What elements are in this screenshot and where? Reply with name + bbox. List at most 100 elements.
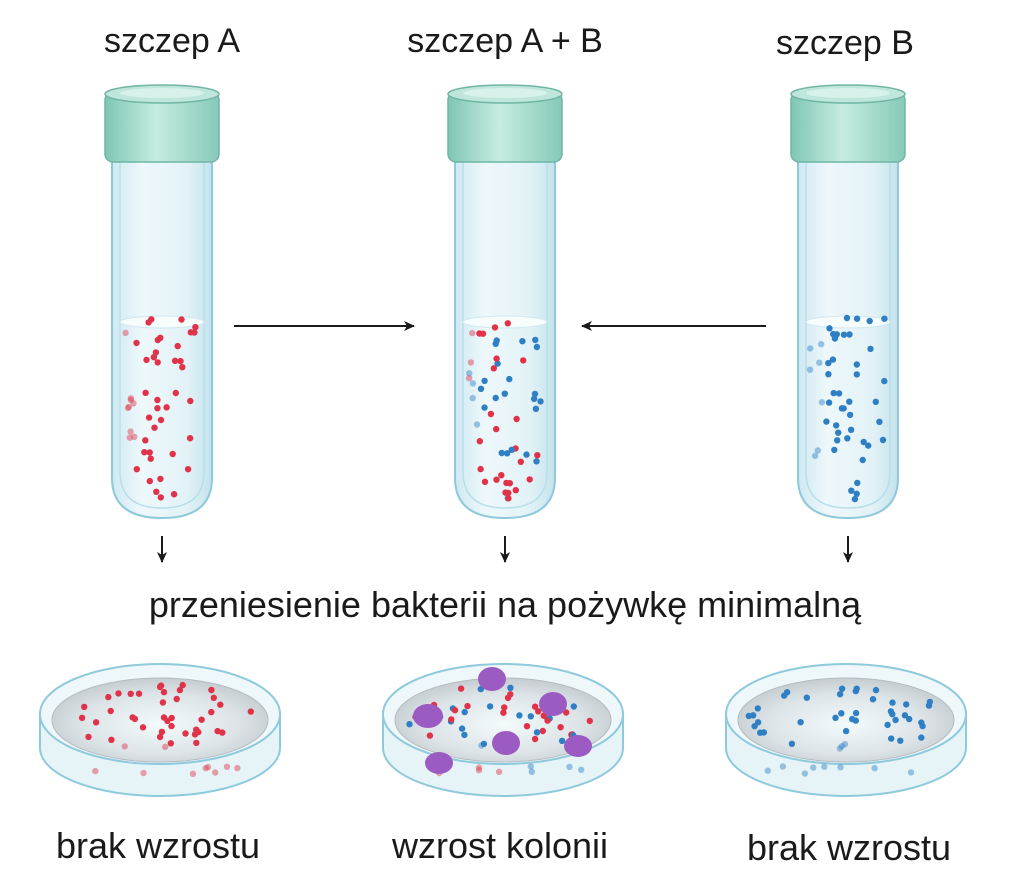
result-strain-ab: wzrost kolonii [391,825,608,866]
tube-cap [104,84,220,163]
bacterium-dot [544,717,551,724]
bacterium-dot [127,428,134,435]
bacterium-dot [217,701,224,708]
bacterium-dot [191,329,198,336]
bacterium-dot [81,703,88,711]
bacterium-dot [523,451,530,458]
bacterium-dot [531,390,539,398]
bacterium-dot [193,739,200,747]
bacterium-dot [834,437,841,444]
bacterium-dot [853,685,860,692]
bacterium-dot [457,685,465,692]
bacterium-dot [867,345,874,353]
bacterium-dot [852,709,860,717]
bacterium-dot [566,763,573,771]
bacterium-dot [825,371,832,378]
bacterium-dot [143,356,150,364]
bacterium-dot [843,314,851,322]
bacterium-dot [186,435,194,442]
bacterium-dot [533,343,541,351]
bacterium-dot [469,329,476,337]
bacterium-dot [540,712,547,719]
bacterium-dot [508,446,515,453]
colony [478,667,506,691]
bacterium-dot [125,403,133,411]
bacterium-dot [563,709,570,716]
bacterium-dot [818,341,825,348]
bacterium-dot [831,446,838,454]
bacterium-dot [825,399,833,406]
bacterium-dot [570,703,577,710]
bacterium-dot [135,690,143,697]
bacterium-dot [131,715,139,723]
bacteria-strain-a [122,316,199,501]
bacterium-dot [853,361,860,368]
bacterium-dot [814,447,821,454]
bacterium-dot [835,429,842,436]
bacterium-dot [838,710,845,717]
bacterium-dot [539,727,546,735]
bacterium-dot [851,495,859,503]
bacterium-dot [167,740,174,747]
bacterium-dot [531,703,539,710]
bacterium-dot [881,377,888,385]
bacterium-dot [835,390,843,397]
bacterium-dot [107,707,114,715]
bacterium-dot [486,703,494,710]
bacterium-dot [126,434,133,441]
petri-dish-strain-b [725,663,967,797]
bacterium-dot [154,405,161,412]
bacterium-dot [853,315,861,322]
bacterium-dot [493,425,500,433]
bacterium-dot [234,764,241,772]
bacterium-dot [131,433,138,440]
bacterium-dot [141,449,148,456]
bacterium-dot [142,437,149,444]
bacterium-dot [173,695,180,703]
bacterium-dot [865,442,872,449]
bacterium-dot [481,478,489,485]
bacterium-dot [821,763,828,770]
bacteria-strain-b [806,314,888,503]
bacterium-dot [537,398,544,405]
bacterium-dot [512,487,519,494]
bacterium-dot [479,330,487,337]
bacterium-dot [189,770,197,777]
bacterium-dot [811,452,819,459]
bacterium-dot [133,339,140,347]
bacterium-dot [494,360,501,367]
bacterium-dot [846,331,853,338]
bacterium-dot [151,424,158,431]
bacterium-dot [475,767,483,774]
bacterium-dot [78,714,86,721]
bacterium-dot [152,349,160,356]
bacterium-dot [871,765,878,772]
bacterium-dot [888,735,895,742]
result-strain-a: brak wzrostu [56,825,260,866]
bacterium-dot [837,764,844,771]
bacterium-dot [519,338,526,345]
bacterium-dot [182,730,189,737]
bacterium-dot [477,465,484,473]
bacterium-dot [162,743,169,750]
colonies [413,667,592,774]
bacterium-dot [146,477,153,485]
bacterium-dot [202,765,209,772]
bacterium-dot [530,395,538,402]
bacterium-dot [174,342,181,350]
bacterium-dot [448,716,455,723]
bacterium-dot [108,736,115,743]
result-strain-b: brak wzrostu [747,827,951,868]
bacterium-dot [901,712,909,719]
bacterium-dot [461,708,468,716]
bacterium-dot [506,480,513,487]
bacterium-dot [764,767,771,774]
bacterium-dot [480,740,488,748]
bacterium-dot [105,693,112,701]
bacterium-dot [495,768,503,775]
bacterium-dot [887,708,895,715]
bacterium-dot [477,385,485,392]
bacterium-dot [498,472,505,479]
bacterium-dot [212,769,219,776]
bacterium-dot [526,476,533,483]
